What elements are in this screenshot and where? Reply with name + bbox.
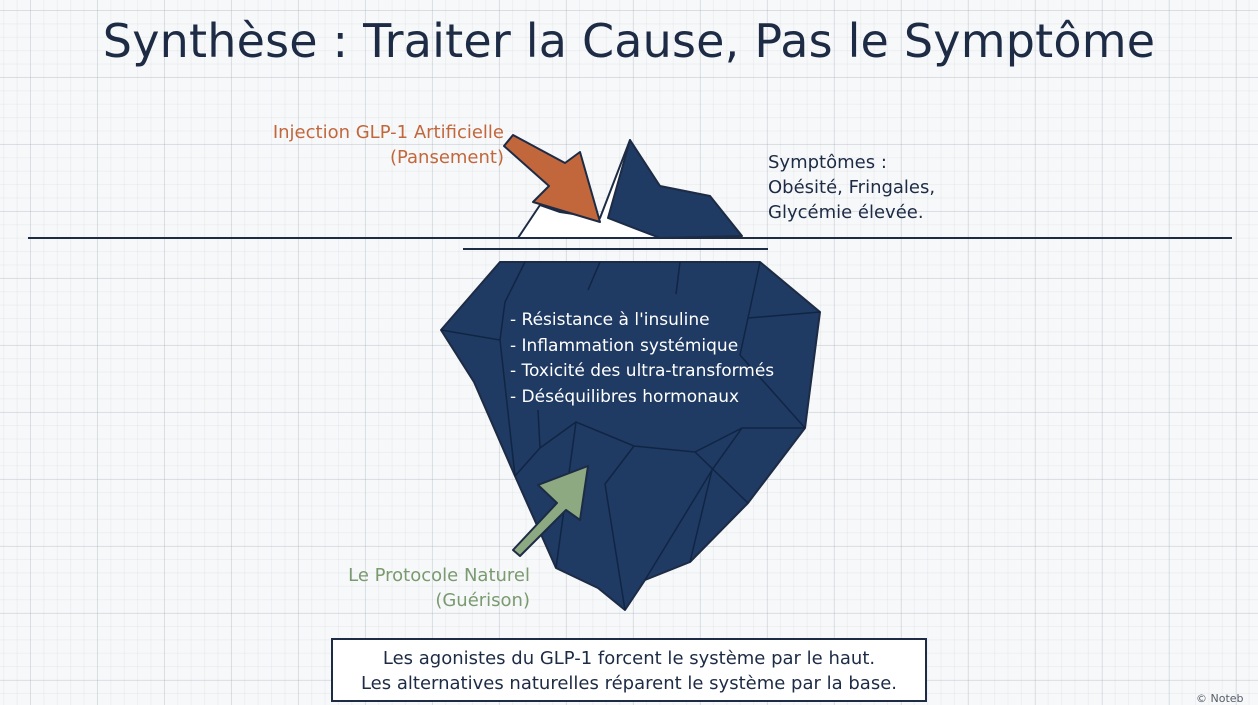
injection-label-line: (Pansement) <box>389 147 504 168</box>
symptoms-label-line: Obésité, Fringales, <box>768 177 936 198</box>
symptoms-label-line: Glycémie élevée. <box>768 202 924 223</box>
injection-label-line: Injection GLP-1 Artificielle <box>272 122 504 143</box>
protocol-label-line: Le Protocole Naturel <box>348 565 530 586</box>
cause-item: - Inflammation systémique <box>510 335 739 356</box>
symptoms-label-line: Symptômes : <box>768 152 887 173</box>
summary-line: Les alternatives naturelles réparent le … <box>360 673 898 694</box>
symptoms-label: Symptômes : Obésité, Fringales, Glycémie… <box>768 150 935 225</box>
cause-item: - Toxicité des ultra-transformés <box>510 361 775 381</box>
injection-label: Injection GLP-1 Artificielle (Pansement) <box>273 120 504 170</box>
page-title: Synthèse : Traiter la Cause, Pas le Symp… <box>102 14 1156 68</box>
cause-item: - Résistance à l'insuline <box>510 310 710 330</box>
summary-line: Les agonistes du GLP-1 forcent le systèm… <box>382 648 876 669</box>
iceberg-base <box>440 261 821 611</box>
summary-box: Les agonistes du GLP-1 forcent le systèm… <box>331 638 927 702</box>
protocol-label: Le Protocole Naturel (Guérison) <box>348 563 530 613</box>
arrow-down-right-icon <box>503 134 601 223</box>
cause-item: - Déséquilibres hormonaux <box>510 386 740 407</box>
arrow-up-right-icon <box>512 465 589 557</box>
protocol-label-line: (Guérison) <box>435 590 530 611</box>
causes-list: - Résistance à l'insuline - Inflammation… <box>510 308 774 410</box>
credit-text: © Noteb <box>1196 692 1244 705</box>
